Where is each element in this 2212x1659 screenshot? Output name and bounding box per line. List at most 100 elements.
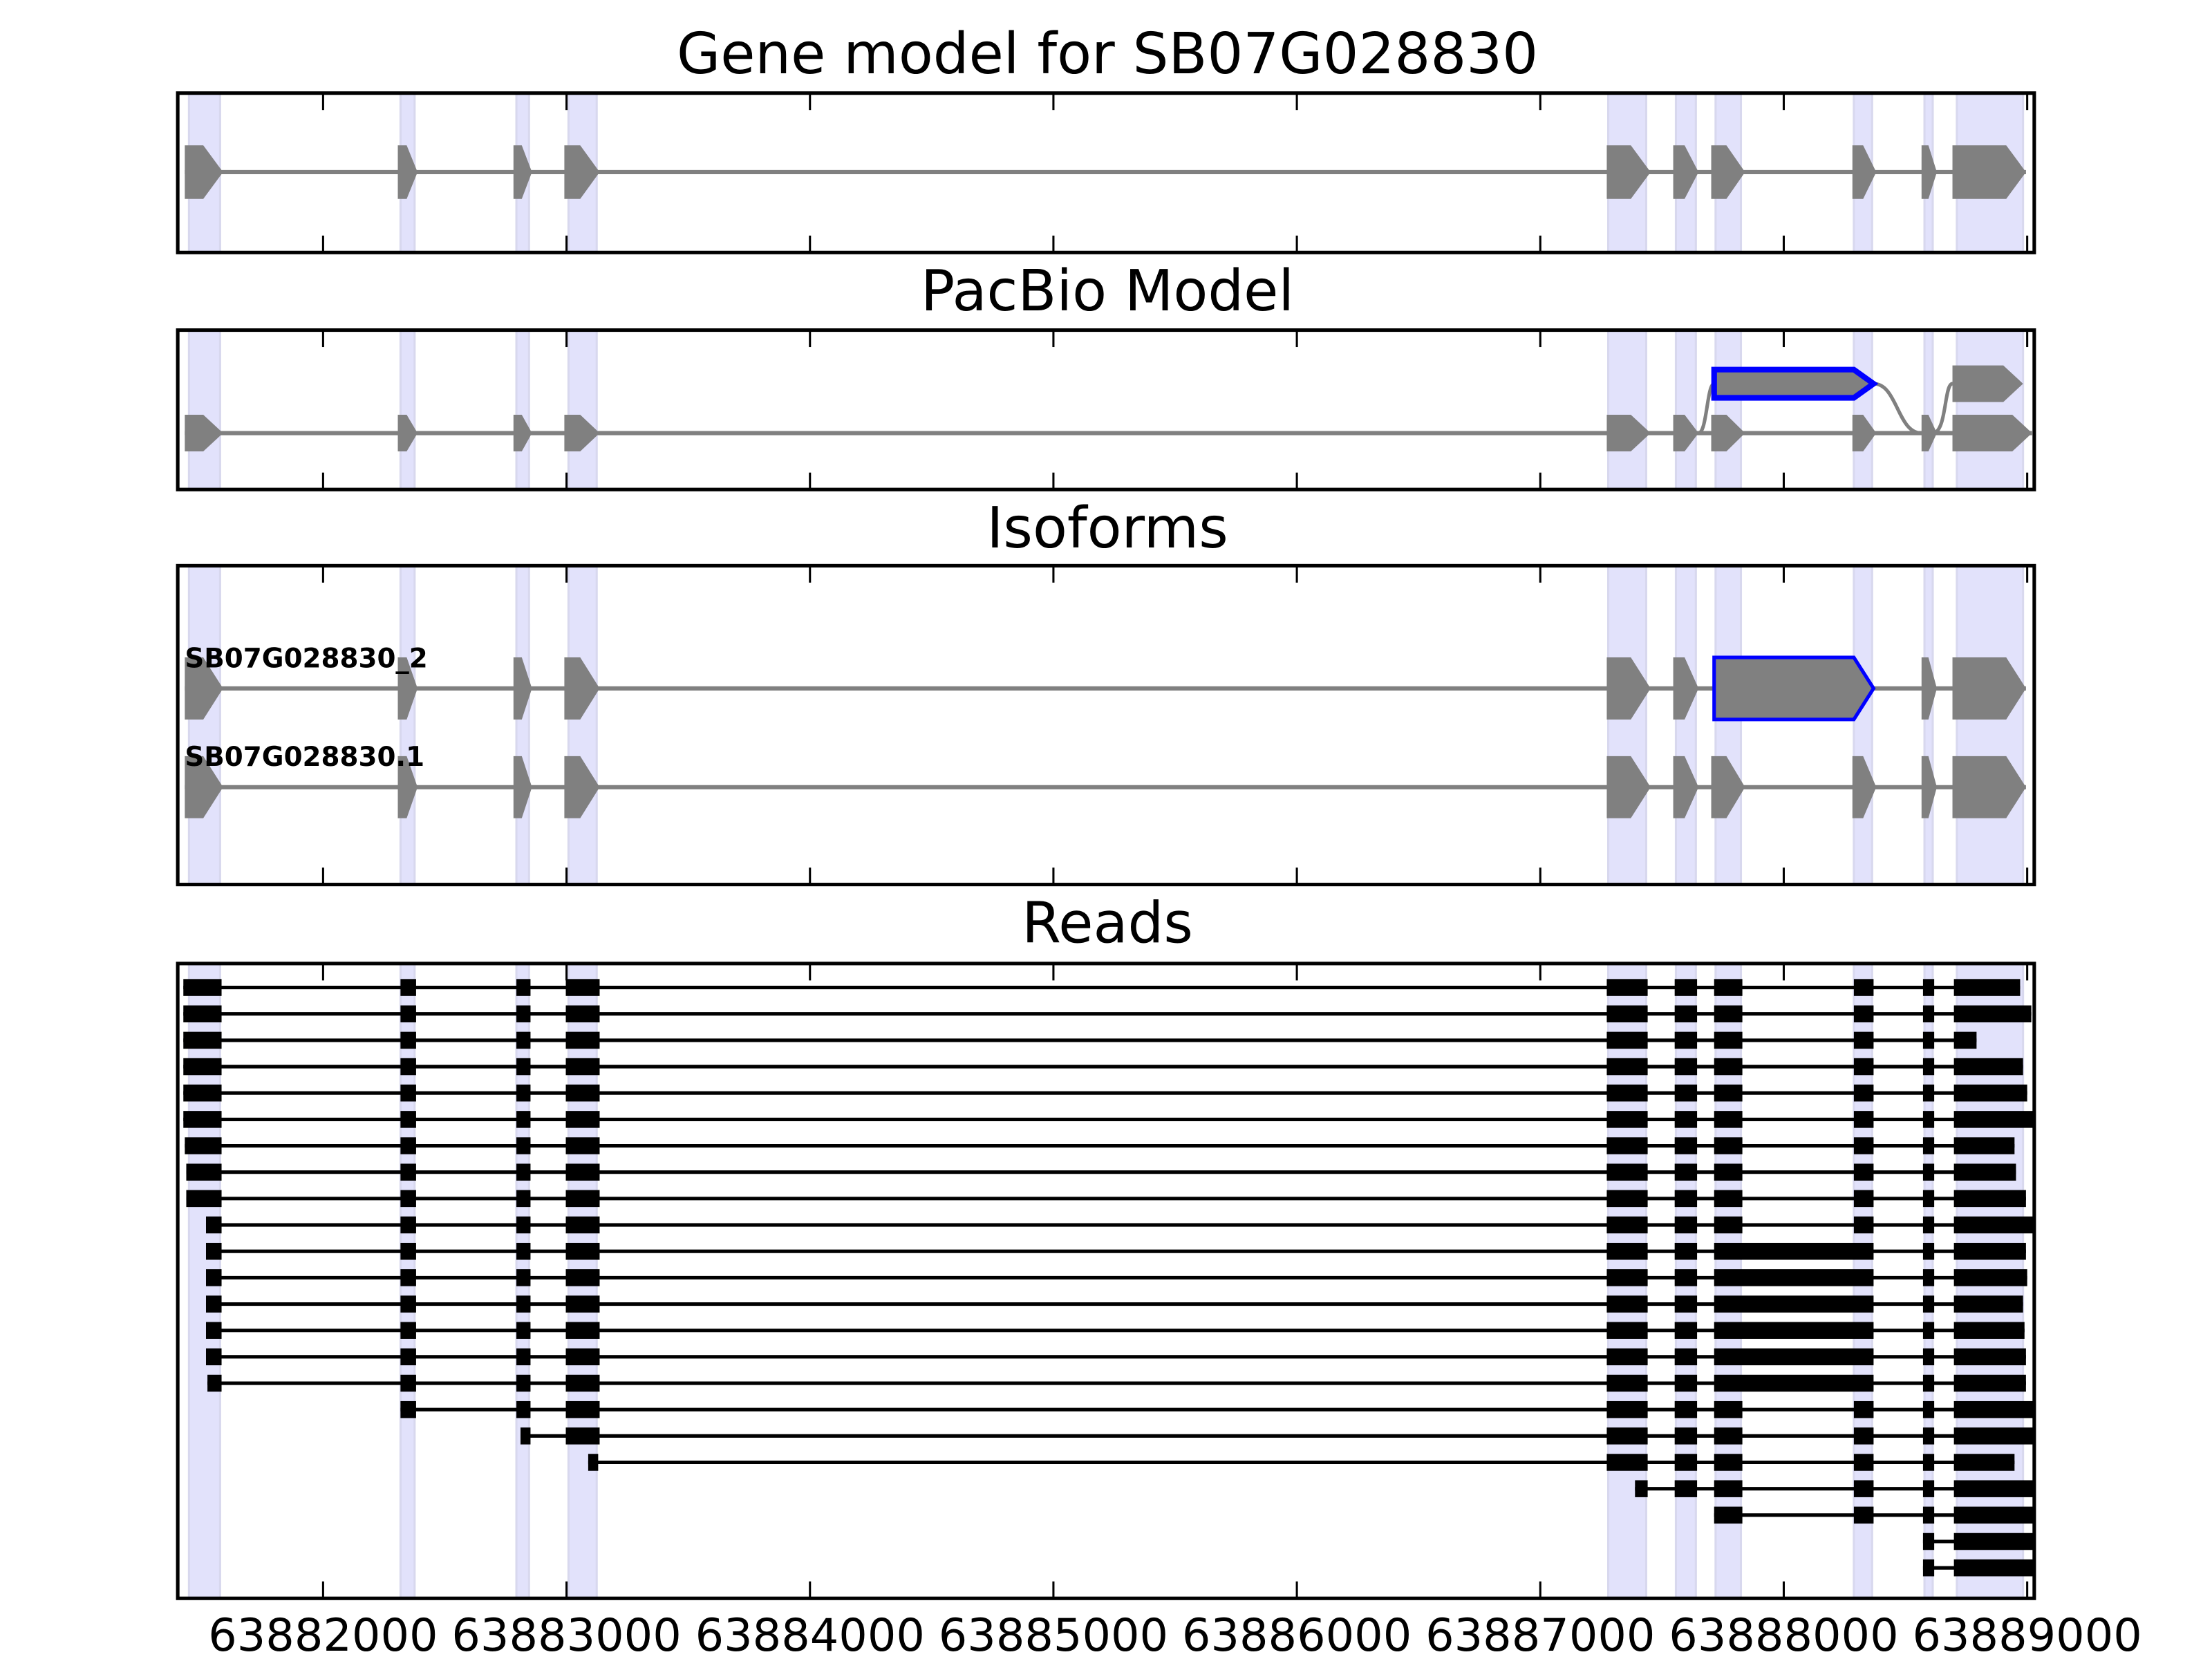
read-exon: [1714, 1427, 1743, 1445]
read-exon: [1606, 1269, 1648, 1286]
read-row: [183, 1111, 2034, 1128]
read-exon: [400, 1058, 416, 1076]
read-exon: [1953, 979, 2021, 996]
read-exon: [1606, 1031, 1648, 1049]
exon: [397, 145, 418, 199]
read-exon: [516, 1295, 531, 1313]
isoform-row: [185, 756, 2026, 818]
read-exon: [1714, 1163, 1743, 1181]
read-exon: [565, 1427, 600, 1445]
title-isoforms: Isoforms: [986, 496, 1228, 561]
read-exon: [205, 1242, 222, 1260]
read-exon: [1922, 1084, 1935, 1102]
read-exon: [1674, 1137, 1698, 1154]
exon: [564, 145, 600, 199]
read-exon: [565, 1137, 600, 1154]
read-exon: [565, 1005, 600, 1022]
exon-band: [1674, 564, 1697, 886]
read-exon: [1606, 1348, 1648, 1366]
panel-isoforms: [176, 563, 2036, 887]
read-exon: [516, 1111, 531, 1128]
read-row: [1635, 1480, 2034, 1497]
read-exon: [400, 1348, 416, 1366]
read-row: [205, 1242, 2026, 1260]
read-exon: [1714, 1005, 1743, 1022]
exon-band: [399, 564, 416, 886]
read-exon: [400, 1400, 416, 1418]
exon: [1952, 756, 2026, 818]
read-exon: [1922, 1216, 1935, 1234]
read-exon: [1953, 1480, 2034, 1497]
read-exon: [1606, 1005, 1648, 1022]
read-exon: [400, 1242, 416, 1260]
read-exon: [1953, 1031, 1977, 1049]
splice-curve: [1873, 382, 1953, 435]
read-row: [207, 1374, 2026, 1392]
read-exon: [1953, 1137, 2015, 1154]
read-exon: [1853, 1216, 1874, 1234]
read-exon: [1674, 1005, 1698, 1022]
read-exon: [565, 979, 600, 996]
read-exon: [1674, 1480, 1698, 1497]
read-exon: [1953, 1322, 2025, 1339]
read-exon: [1606, 1427, 1648, 1445]
read-exon: [516, 1242, 531, 1260]
exon-band: [1923, 564, 1934, 886]
exon-band: [399, 329, 416, 491]
read-exon: [1714, 1374, 1874, 1392]
read-row: [1922, 1533, 2034, 1550]
read-exon: [185, 1137, 222, 1154]
read-exon: [1674, 1400, 1698, 1418]
read-exon: [183, 979, 222, 996]
read-exon: [1953, 1190, 2026, 1208]
exon: [1711, 415, 1745, 452]
read-exon: [1922, 1480, 1935, 1497]
read-exon: [1953, 1058, 2023, 1076]
read-exon: [1922, 1163, 1935, 1181]
read-exon: [1714, 1190, 1743, 1208]
read-exon: [400, 1163, 416, 1181]
read-exon: [400, 1031, 416, 1049]
read-row: [183, 979, 2021, 996]
read-exon: [1674, 1242, 1698, 1260]
title-pacbio: PacBio Model: [921, 259, 1294, 324]
read-exon: [1953, 1559, 2034, 1577]
read-exon: [1674, 979, 1698, 996]
exon-band: [515, 329, 530, 491]
panel-reads: [176, 962, 2036, 1600]
exon: [1952, 365, 2023, 402]
read-exon: [1953, 1454, 2015, 1471]
read-exon: [1922, 979, 1935, 996]
read-exon: [1714, 1242, 1874, 1260]
read-exon: [1953, 1269, 2027, 1286]
read-exon: [565, 1374, 600, 1392]
read-exon: [1606, 1322, 1648, 1339]
read-exon: [516, 1163, 531, 1181]
read-row: [205, 1269, 2027, 1286]
exon-band: [1714, 329, 1743, 491]
read-exon: [1953, 1216, 2034, 1234]
read-exon: [400, 1111, 416, 1128]
read-exon: [516, 1137, 531, 1154]
exon-band: [1956, 329, 2025, 491]
read-exon: [1922, 1137, 1935, 1154]
isoform-label-2: SB07G028830.1: [185, 742, 424, 773]
read-exon: [1953, 1348, 2026, 1366]
read-row: [205, 1216, 2034, 1234]
exon: [564, 756, 600, 818]
read-exon: [1714, 1269, 1874, 1286]
read-exon: [516, 1348, 531, 1366]
exon: [1921, 657, 1937, 720]
read-exon: [1922, 1533, 1935, 1550]
read-exon: [565, 1163, 600, 1181]
highlighted-exon: [1711, 366, 1879, 401]
read-exon: [1606, 1242, 1648, 1260]
exon: [1921, 415, 1937, 452]
read-exon: [516, 1269, 531, 1286]
exon: [1711, 145, 1745, 199]
read-exon: [1674, 1190, 1698, 1208]
read-exon: [1606, 1058, 1648, 1076]
title-gene-model: Gene model for SB07G028830: [677, 21, 1538, 87]
exon-band: [1956, 564, 2025, 886]
